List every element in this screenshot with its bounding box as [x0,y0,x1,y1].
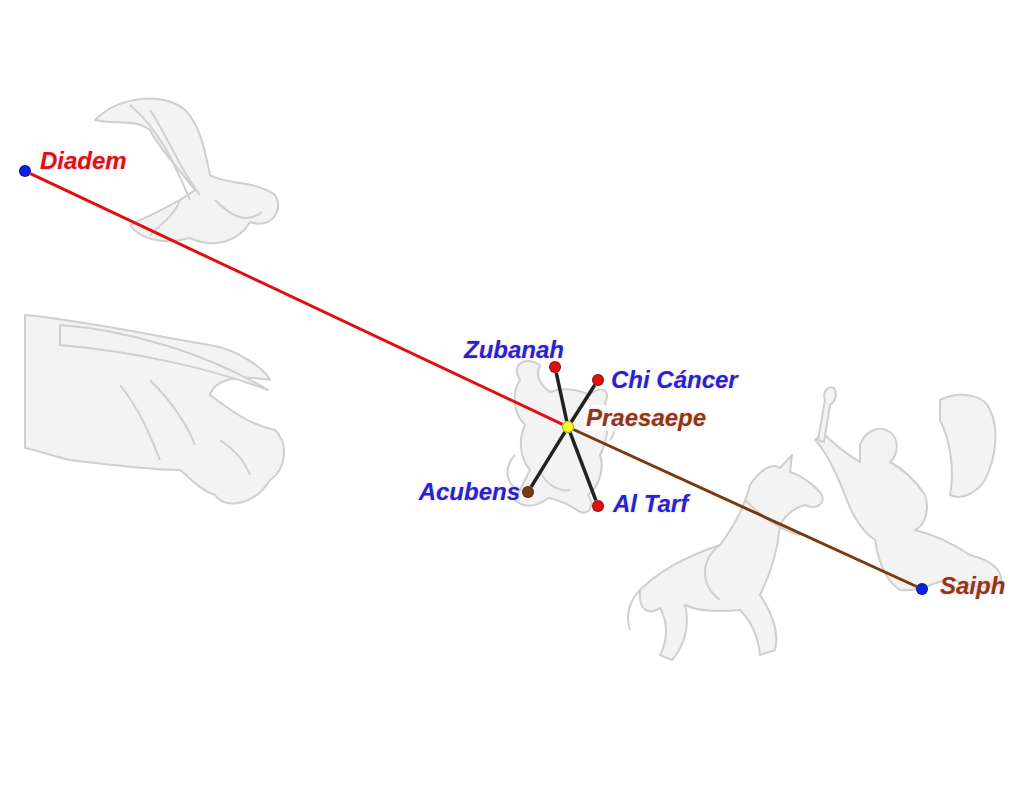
woman-figure [25,315,284,503]
sight-line [30,174,562,425]
star-label: Praesaepe [584,405,708,431]
star-dot: Zubanah [549,361,561,373]
sight-line [573,429,916,586]
star-dot: Praesaepe [562,421,574,433]
star-label: Chi Cáncer [609,367,740,393]
star-dot: Diadem [19,165,31,177]
star-dot: Saiph [916,583,928,595]
hair-strands [130,105,262,235]
star-label: Acubens [417,479,522,505]
club [818,387,836,442]
sight-line [531,432,565,487]
wing [60,325,268,390]
woman-details [120,380,250,475]
star-dot: Acubens [522,486,534,498]
hunter-shield [940,395,995,497]
star-label: Zubanah [462,337,566,363]
star-dot: Chi Cáncer [592,374,604,386]
star-dot: Al Tarf [592,500,604,512]
unicorn-legs [628,500,800,630]
sight-line [570,433,596,501]
star-label: Saiph [938,573,1007,599]
star-label: Al Tarf [611,491,690,517]
star-label: Diadem [38,148,129,174]
sight-line [556,373,566,421]
unicorn-figure [640,455,823,660]
